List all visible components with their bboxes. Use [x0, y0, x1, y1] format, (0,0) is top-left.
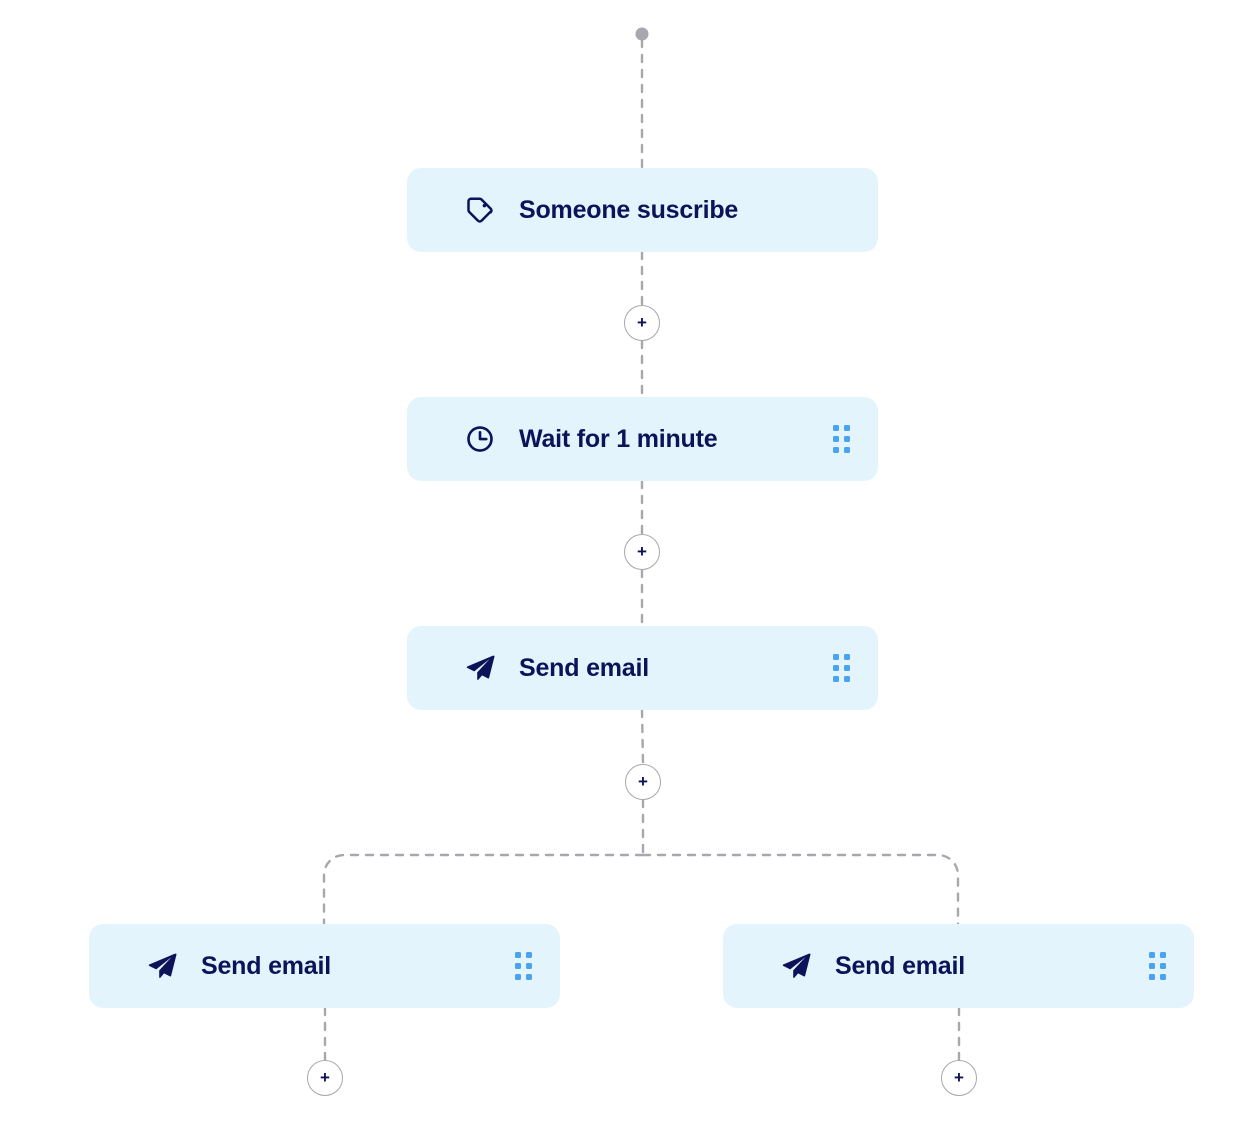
- paper-plane-icon: [463, 651, 497, 685]
- workflow-node-action-send-email-main[interactable]: Send email: [407, 626, 878, 710]
- drag-dot: [515, 952, 521, 958]
- plus-icon: +: [954, 1068, 964, 1087]
- connector-split-left-arm: [322, 853, 645, 926]
- drag-dot: [844, 447, 850, 453]
- plus-icon: +: [637, 542, 647, 561]
- drag-dot: [844, 425, 850, 431]
- drag-dot: [1149, 963, 1155, 969]
- connector-split-right-arm: [641, 853, 960, 926]
- paper-plane-icon: [145, 949, 179, 983]
- drag-handle[interactable]: [515, 952, 532, 980]
- drag-dot: [526, 963, 532, 969]
- drag-dot: [1149, 952, 1155, 958]
- add-step-after-trigger-button[interactable]: +: [624, 305, 660, 341]
- drag-handle[interactable]: [833, 425, 850, 453]
- drag-handle[interactable]: [1149, 952, 1166, 980]
- add-step-after-branch-left-button[interactable]: +: [307, 1060, 343, 1096]
- paper-plane-icon: [779, 949, 813, 983]
- drag-dot: [515, 963, 521, 969]
- drag-dot: [844, 676, 850, 682]
- drag-dot: [833, 436, 839, 442]
- workflow-node-trigger-someone-suscribe[interactable]: Someone suscribe: [407, 168, 878, 252]
- plus-icon: +: [320, 1068, 330, 1087]
- clock-icon: [463, 422, 497, 456]
- workflow-node-action-send-email-branch-right[interactable]: Send email: [723, 924, 1194, 1008]
- drag-dot: [833, 654, 839, 660]
- add-step-after-branch-right-button[interactable]: +: [941, 1060, 977, 1096]
- drag-dot: [844, 436, 850, 442]
- drag-dot: [833, 447, 839, 453]
- add-step-after-wait-button[interactable]: +: [624, 534, 660, 570]
- drag-dot: [526, 974, 532, 980]
- connector-send-email-to-plus: [640, 708, 645, 766]
- drag-dot: [1149, 974, 1155, 980]
- drag-handle[interactable]: [833, 654, 850, 682]
- plus-icon: +: [638, 772, 648, 791]
- drag-dot: [515, 974, 521, 980]
- workflow-node-action-send-email-branch-left[interactable]: Send email: [89, 924, 560, 1008]
- drag-dot: [1160, 952, 1166, 958]
- drag-dot: [833, 665, 839, 671]
- drag-dot: [833, 425, 839, 431]
- drag-dot: [526, 952, 532, 958]
- drag-dot: [1160, 974, 1166, 980]
- node-label: Wait for 1 minute: [519, 424, 718, 453]
- workflow-node-action-wait[interactable]: Wait for 1 minute: [407, 397, 878, 481]
- node-label: Send email: [519, 653, 649, 682]
- node-label: Send email: [201, 951, 331, 980]
- tag-icon: [463, 193, 497, 227]
- add-step-after-send-email-button[interactable]: +: [625, 764, 661, 800]
- drag-dot: [844, 654, 850, 660]
- drag-dot: [1160, 963, 1166, 969]
- node-label: Someone suscribe: [519, 195, 739, 224]
- workflow-start-dot: [635, 27, 649, 41]
- node-label: Send email: [835, 951, 965, 980]
- drag-dot: [833, 676, 839, 682]
- drag-dot: [844, 665, 850, 671]
- plus-icon: +: [637, 313, 647, 332]
